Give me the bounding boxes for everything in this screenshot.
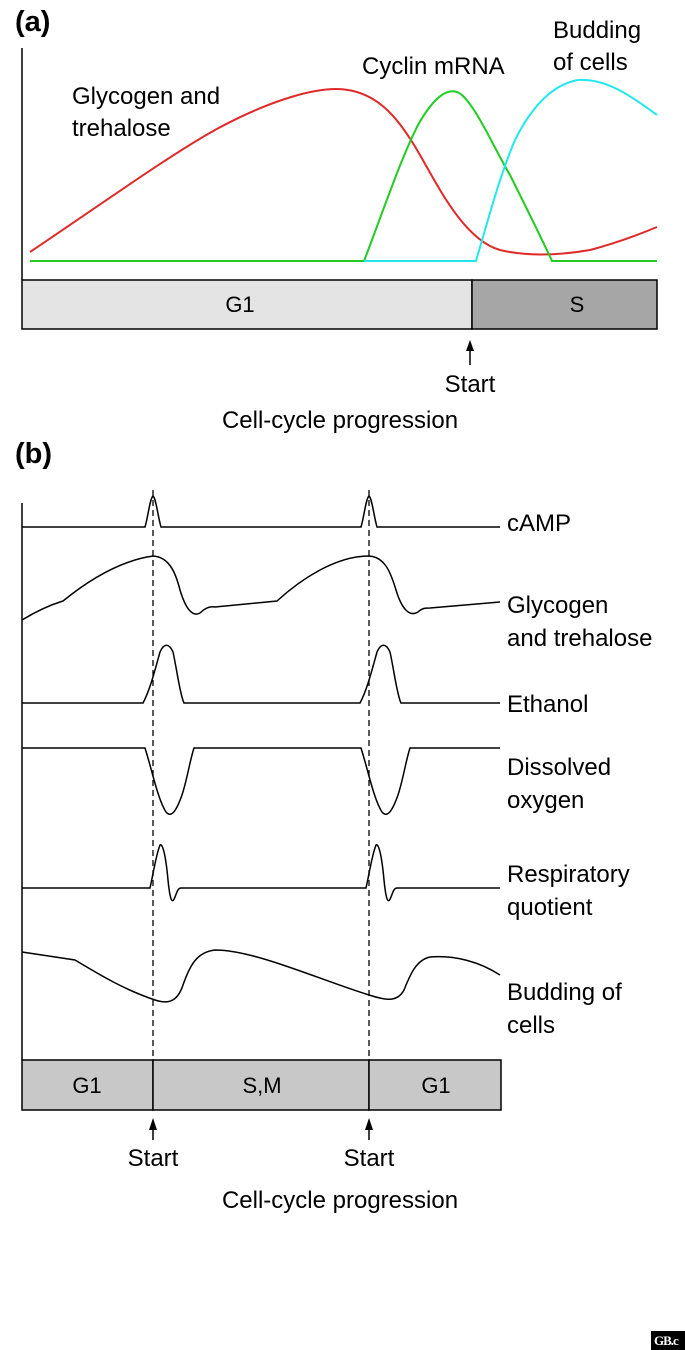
glycogen-trace (21, 555, 501, 621)
ethanol-trace (22, 644, 500, 704)
start-label-b2: Start (344, 1145, 395, 1172)
phase-label-g1-b2: G1 (421, 1073, 450, 1098)
budding-label-b-line1: Budding of (507, 979, 622, 1006)
phase-label-s-a: S (570, 292, 585, 317)
x-axis-title-b: Cell-cycle progression (222, 1187, 458, 1214)
publisher-logo: GB.c (651, 1331, 685, 1350)
budding-label-a-line1: Budding (553, 17, 641, 44)
glycogen-label-b-line1: Glycogen (507, 592, 608, 619)
publisher-logo-text: GB.c (654, 1333, 679, 1348)
start-arrowhead-a (466, 340, 474, 351)
glycogen-curve-a (29, 88, 658, 256)
phase-bar-g1-b2 (368, 1059, 502, 1111)
budding-label-a-line2: of cells (553, 49, 628, 76)
x-axis-title-a: Cell-cycle progression (222, 407, 458, 434)
start-arrowhead-b2 (365, 1118, 373, 1130)
cyclin-label-a: Cyclin mRNA (362, 53, 505, 80)
start-label-a: Start (445, 371, 496, 398)
phase-label-sm-b: S,M (242, 1073, 281, 1098)
glycogen-label-a-line1: Glycogen and (72, 83, 220, 110)
panel-b: (b) cAMP Glycogen and trehalose Ethanol … (15, 438, 652, 1214)
start-label-b1: Start (128, 1145, 179, 1172)
respiratory-quotient-trace (22, 844, 500, 902)
dissolved-oxygen-label-line2: oxygen (507, 787, 584, 814)
panel-a-label: (a) (15, 6, 50, 38)
budding-label-b-line2: cells (507, 1012, 555, 1039)
budding-curve-a (364, 78, 658, 262)
respiratory-quotient-label-line2: quotient (507, 894, 593, 921)
camp-label: cAMP (507, 510, 571, 537)
panel-b-label: (b) (15, 438, 52, 470)
phase-label-g1-b1: G1 (72, 1073, 101, 1098)
phase-label-g1-a: G1 (225, 292, 254, 317)
ethanol-label: Ethanol (507, 691, 588, 718)
phase-bar-g1-b1 (21, 1059, 154, 1111)
dissolved-oxygen-trace (22, 747, 500, 815)
glycogen-label-b-line2: and trehalose (507, 625, 652, 652)
glycogen-label-a-line2: trehalose (72, 115, 171, 142)
phase-bar-s-a (471, 279, 658, 330)
panel-a: (a) Glycogen and trehalose Cyclin mRNA B… (15, 6, 658, 434)
start-arrowhead-b1 (149, 1118, 157, 1130)
dissolved-oxygen-label-line1: Dissolved (507, 754, 611, 781)
phase-bar-g1-a (21, 279, 473, 330)
budding-trace (21, 949, 501, 1003)
cyclin-curve-a (30, 90, 657, 262)
respiratory-quotient-label-line1: Respiratory (507, 861, 630, 888)
camp-trace (22, 495, 500, 528)
